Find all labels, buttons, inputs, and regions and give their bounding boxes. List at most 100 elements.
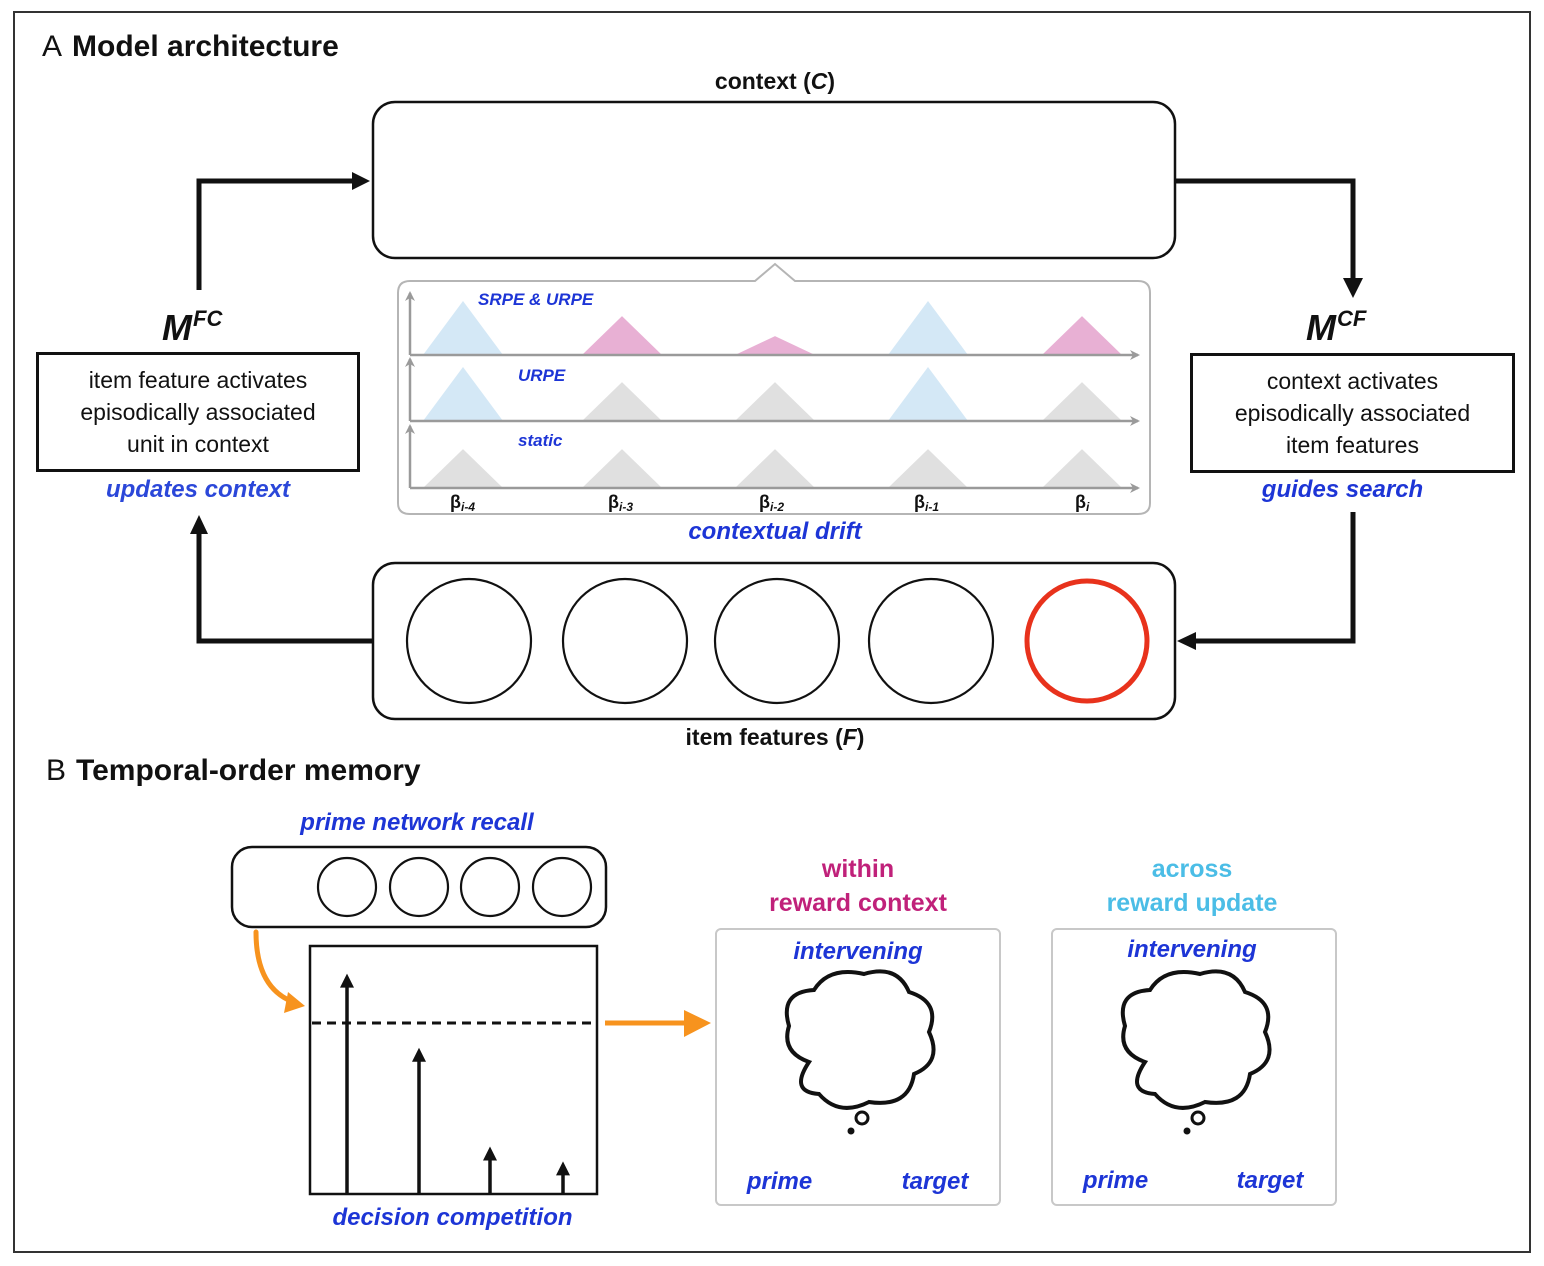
empty-unit-circle — [316, 856, 378, 918]
condition-within-heading: within reward context — [718, 852, 998, 920]
orange-arrowhead-2 — [684, 1010, 711, 1037]
context-label: context (C) — [640, 68, 910, 95]
item-unit-5 — [1024, 578, 1150, 704]
m-fc-label: MFC — [162, 306, 223, 348]
within-target-label: target — [901, 1168, 969, 1195]
decision-competition-caption: decision competition — [332, 1204, 573, 1231]
drift-peak-blue — [888, 367, 968, 421]
m-fc-line-3: unit in context — [127, 431, 269, 457]
across-heading-line-1: across — [1151, 855, 1233, 883]
m-cf-line-3: item features — [1286, 432, 1419, 458]
decision-competition-box — [308, 944, 599, 1196]
within-intervening-label: intervening — [793, 938, 923, 965]
drift-peak-gray — [735, 449, 815, 488]
condition-across-heading: across reward update — [1052, 852, 1332, 920]
competitor-3 — [462, 1102, 518, 1193]
item-label-suffix: ) — [856, 724, 865, 750]
empty-unit-circle — [561, 577, 689, 705]
across-prime-label: prime — [1082, 1167, 1149, 1194]
competitor-4 — [535, 1109, 591, 1193]
drift-peak-pink — [582, 316, 662, 355]
recall-unit-4 — [459, 856, 521, 918]
conditions — [715, 928, 1337, 1206]
recall-unit-2 — [316, 856, 378, 918]
drift-peak-blue — [423, 367, 503, 421]
m-fc-line-1: item feature activates — [88, 367, 308, 393]
drift-peak-gray — [582, 449, 662, 488]
recall-units — [247, 856, 593, 918]
thought-bubble-dot — [1183, 1127, 1191, 1135]
beta-label-i-3: βi-3 — [608, 492, 634, 514]
thought-bubble-dot — [1190, 1110, 1206, 1126]
drift-peak-blue — [888, 301, 968, 355]
arrowhead-into-context — [352, 172, 370, 190]
guides-search-caption: guides search — [1261, 476, 1424, 503]
updates-context-caption: updates context — [105, 476, 291, 503]
m-cf-line-1: context activates — [1266, 368, 1439, 394]
item-unit-1 — [405, 577, 533, 705]
drift-row-1 — [405, 291, 1140, 360]
empty-unit-circle — [405, 577, 533, 705]
thought-bubble — [1120, 969, 1272, 1110]
beta-label-i-4: βi-4 — [450, 492, 476, 514]
item-label-var: F — [842, 724, 857, 750]
recall-unit-3 — [388, 856, 450, 918]
panel-b-letter: B — [46, 754, 67, 787]
arrow-context-to-mcf — [1175, 178, 1356, 282]
panel-a-letter: A — [42, 30, 63, 63]
competitor-2 — [391, 1025, 447, 1193]
arrow-mfc-to-context — [196, 178, 362, 290]
empty-unit-circle — [388, 856, 450, 918]
item-features-label: item features (F) — [600, 724, 950, 751]
arrowhead-into-mfc — [190, 515, 208, 534]
thought-bubble — [784, 969, 936, 1110]
evidence-arrowhead — [340, 973, 354, 988]
context-label-prefix: context ( — [714, 68, 811, 94]
empty-unit-circle — [459, 856, 521, 918]
within-prime-label: prime — [746, 1168, 813, 1195]
thought-bubble-dot — [847, 1127, 855, 1135]
active-ring — [1024, 578, 1150, 704]
drift-peak-gray — [423, 449, 503, 488]
across-target-label: target — [1236, 1167, 1304, 1194]
item-unit-4 — [867, 577, 995, 705]
arrow-items-to-mfc — [196, 530, 373, 644]
beta-label-i-1: βi-1 — [914, 492, 940, 514]
drift-peak-gray — [1042, 449, 1122, 488]
contextual-drift-caption: contextual drift — [688, 518, 862, 545]
drift-row-2 — [405, 357, 1140, 426]
drift-peak-pink — [1042, 316, 1122, 355]
m-cf-line-2: episodically associated — [1234, 400, 1471, 426]
across-heading-line-2: reward update — [1106, 889, 1278, 917]
drift-peak-gray — [735, 382, 815, 421]
drift-peak-pink — [735, 336, 815, 355]
item-unit-2 — [561, 577, 689, 705]
beta-label-i: βi — [1075, 492, 1090, 514]
context-label-suffix: ) — [827, 68, 836, 94]
drift-peak-blue — [423, 301, 503, 355]
arrowhead-into-items — [1177, 632, 1196, 650]
arrow-mcf-to-items — [1190, 512, 1356, 644]
prime-network-recall-caption: prime network recall — [300, 809, 534, 836]
arrowhead-into-mcf — [1343, 278, 1363, 298]
drift-peak-gray — [888, 449, 968, 488]
within-heading-line-2: reward context — [769, 889, 947, 917]
evidence-arrowhead — [483, 1146, 497, 1161]
item-unit-3 — [713, 577, 841, 705]
m-cf-label: MCF — [1306, 306, 1367, 348]
context-label-var: C — [810, 68, 828, 94]
beta-label-i-2: βi-2 — [759, 492, 785, 514]
orange-arrow-recall-to-competition — [253, 929, 299, 1006]
within-heading-line-1: within — [821, 855, 895, 883]
drift-row-label-static: static — [518, 431, 563, 450]
recall-unit-5 — [531, 856, 593, 918]
drift-row-label-urpe: URPE — [518, 366, 566, 385]
drift-peak-gray — [582, 382, 662, 421]
evidence-arrowhead — [412, 1047, 426, 1062]
drift-rows — [405, 291, 1140, 493]
